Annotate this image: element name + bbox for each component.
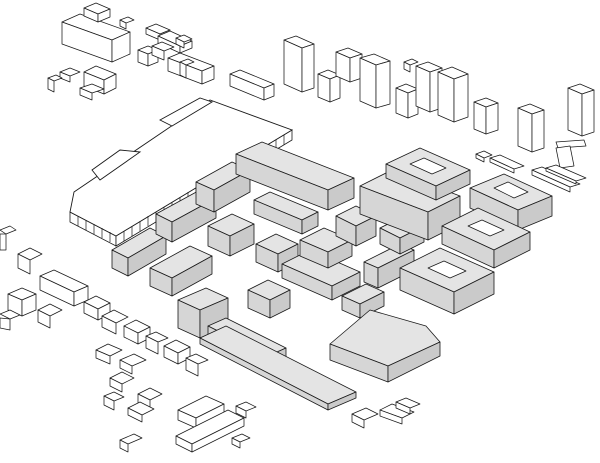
context-building — [83, 2, 111, 23]
context-building — [79, 83, 105, 101]
context-tower — [359, 53, 391, 109]
context-tower — [283, 35, 315, 93]
context-building — [145, 331, 169, 355]
proposed-block-west-l — [111, 227, 167, 277]
context-building — [235, 401, 257, 419]
proposed-block-centre-e — [335, 205, 377, 247]
proposed-podium-south-east — [329, 309, 441, 383]
context-building — [59, 67, 81, 83]
context-building — [231, 433, 251, 449]
context-building — [119, 433, 143, 453]
context-building — [119, 353, 147, 375]
context-building — [379, 403, 415, 425]
context-tower — [437, 66, 469, 123]
proposed-courtyard-block-3 — [441, 207, 531, 269]
proposed-courtyard-block-1 — [385, 147, 471, 201]
context-slab — [531, 166, 581, 193]
context-building — [0, 309, 21, 331]
context-building — [127, 401, 155, 423]
proposed-courtyard-block-2 — [469, 173, 553, 231]
context-building — [101, 309, 129, 335]
context-building — [185, 353, 209, 377]
context-building — [47, 74, 63, 93]
context-building — [37, 303, 63, 329]
context-slab — [555, 139, 587, 169]
context-building — [0, 225, 17, 251]
proposed-courtyard-block-4 — [399, 247, 495, 315]
context-slab — [475, 150, 493, 163]
context-building — [229, 69, 275, 101]
context-building — [61, 13, 131, 63]
context-cluster-north-east — [283, 35, 595, 193]
context-tower — [403, 58, 419, 73]
context-slab — [489, 154, 525, 174]
context-building — [175, 34, 193, 49]
context-tower — [395, 83, 419, 119]
context-slab — [545, 164, 587, 185]
context-building — [39, 269, 89, 307]
proposed-block-south-small — [247, 279, 291, 319]
context-building — [167, 52, 215, 85]
proposed-block-centre-long — [281, 249, 361, 301]
context-building — [119, 16, 135, 30]
proposed-block-north-bar — [235, 141, 355, 211]
context-building — [123, 319, 151, 345]
context-building — [395, 397, 421, 415]
context-tower — [517, 103, 545, 153]
context-tower — [567, 83, 595, 137]
context-cluster-south-east — [351, 397, 421, 429]
proposed-block-west-u — [149, 245, 213, 297]
proposed-development — [111, 141, 553, 411]
context-building — [17, 247, 43, 275]
context-building — [351, 407, 379, 429]
proposed-block-centre-b — [207, 213, 255, 257]
context-building — [103, 391, 125, 411]
proposed-block-large-north-east — [359, 169, 461, 241]
proposed-ramp-podium — [199, 325, 357, 411]
proposed-block-centre-f — [341, 283, 385, 319]
proposed-block-centre-a — [253, 191, 319, 235]
context-building — [179, 58, 195, 79]
context-building — [151, 41, 175, 61]
context-tower — [335, 47, 363, 83]
context-tower — [473, 97, 499, 135]
context-cluster-south-west — [0, 225, 257, 453]
context-building — [175, 409, 245, 453]
context-building — [177, 395, 225, 429]
context-tower — [317, 69, 341, 103]
context-cluster-north-west — [47, 2, 275, 101]
context-building — [109, 371, 135, 393]
context-building — [95, 343, 123, 365]
context-building — [83, 295, 111, 321]
